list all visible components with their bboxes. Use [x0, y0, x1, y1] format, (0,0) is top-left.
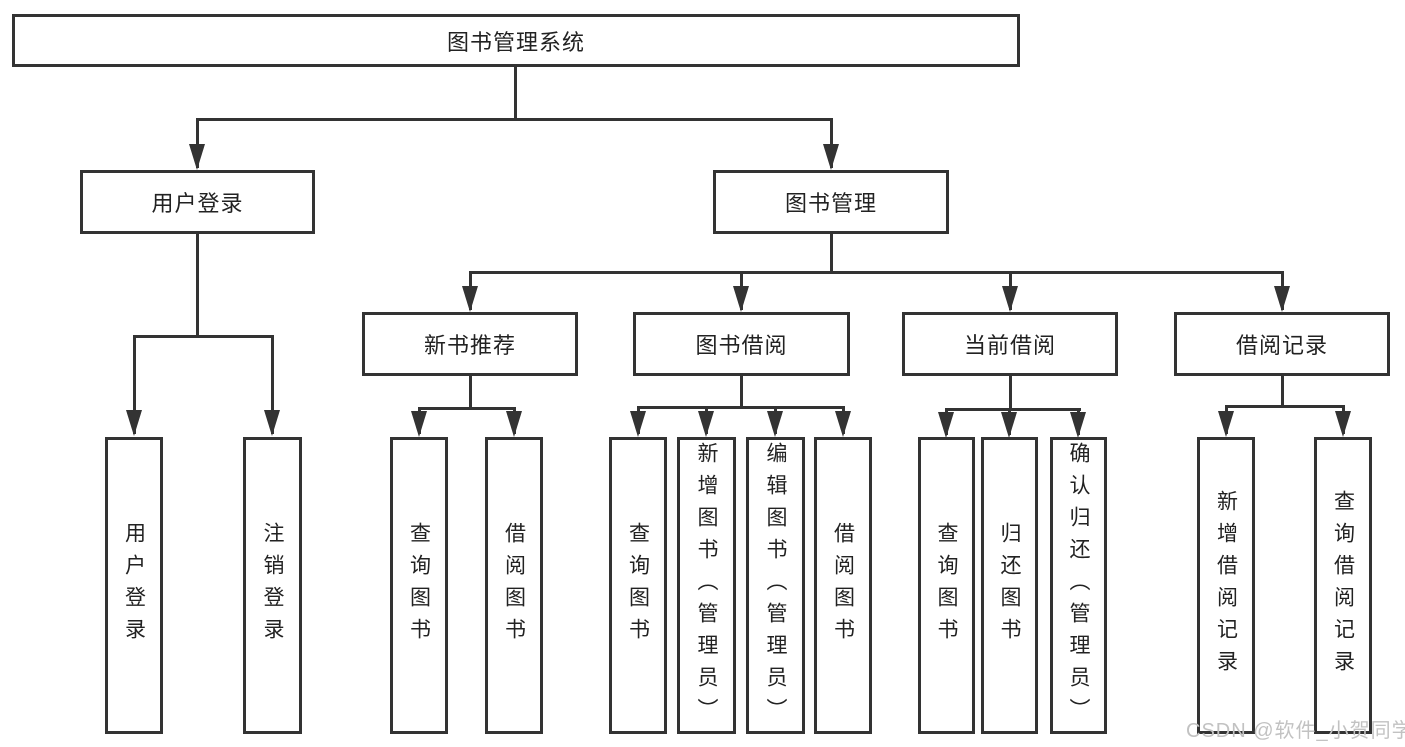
leaf-user-login: 用户登录 — [105, 437, 163, 734]
arrowhead-icon — [630, 411, 646, 437]
leaf-current-query-label: 查询图书 — [935, 521, 958, 650]
connector-line — [133, 335, 136, 434]
node-root-label: 图书管理系统 — [446, 29, 585, 55]
leaf-newbook-borrow-label: 借阅图书 — [502, 521, 526, 650]
leaf-borrow-add-admin: 新增图书（管理员） — [677, 437, 736, 734]
leaf-logout: 注销登录 — [243, 437, 302, 734]
connector-line — [469, 375, 472, 407]
leaf-current-query: 查询图书 — [918, 437, 975, 734]
connector-line — [196, 233, 199, 335]
connector-line — [271, 335, 274, 434]
leaf-logout-label: 注销登录 — [261, 521, 284, 650]
csdn-watermark: CSDN @软件_小贺同学 — [1186, 720, 1405, 742]
connector-line — [830, 118, 833, 168]
connector-line — [196, 118, 199, 168]
connector-line — [469, 271, 1283, 274]
arrowhead-icon — [1001, 412, 1017, 438]
connector-line — [1009, 376, 1012, 408]
leaf-record-query-label: 查询借阅记录 — [1331, 489, 1355, 682]
node-borrow-records-label: 借阅记录 — [1235, 333, 1328, 358]
node-new-book-recommend: 新书推荐 — [362, 312, 578, 376]
connector-line — [1281, 375, 1284, 405]
leaf-user-login-label: 用户登录 — [122, 521, 146, 650]
connector-line — [945, 408, 1081, 411]
leaf-borrow-book: 借阅图书 — [814, 437, 872, 734]
arrowhead-icon — [1274, 286, 1290, 312]
leaf-current-confirm-admin: 确认归还（管理员） — [1050, 437, 1107, 734]
node-user-login: 用户登录 — [80, 170, 315, 234]
node-borrow-records: 借阅记录 — [1174, 312, 1390, 376]
arrowhead-icon — [835, 411, 851, 437]
connector-line — [637, 406, 845, 409]
arrowhead-icon — [189, 144, 205, 170]
leaf-borrow-add-admin-label: 新增图书（管理员） — [695, 441, 718, 730]
leaf-newbook-borrow: 借阅图书 — [485, 437, 543, 734]
leaf-record-add: 新增借阅记录 — [1197, 437, 1255, 734]
leaf-newbook-query: 查询图书 — [390, 437, 448, 734]
arrowhead-icon — [733, 286, 749, 312]
connector-line — [1225, 405, 1345, 408]
connector-line — [133, 335, 274, 338]
connector-line — [418, 407, 516, 410]
node-book-management: 图书管理 — [713, 170, 949, 234]
arrowhead-icon — [823, 144, 839, 170]
leaf-current-return-label: 归还图书 — [998, 521, 1021, 650]
connector-line — [196, 118, 833, 121]
arrowhead-icon — [1070, 412, 1086, 438]
connector-line — [740, 376, 743, 406]
leaf-borrow-edit-admin: 编辑图书（管理员） — [746, 437, 805, 734]
leaf-borrow-query-label: 查询图书 — [626, 521, 650, 650]
node-new-book-recommend-label: 新书推荐 — [423, 333, 516, 358]
arrowhead-icon — [1335, 411, 1351, 437]
leaf-borrow-edit-admin-label: 编辑图书（管理员） — [764, 441, 787, 730]
arrowhead-icon — [1218, 411, 1234, 437]
leaf-record-query: 查询借阅记录 — [1314, 437, 1372, 734]
connector-line — [514, 67, 517, 118]
leaf-newbook-query-label: 查询图书 — [407, 521, 431, 650]
leaf-record-add-label: 新增借阅记录 — [1214, 489, 1238, 682]
node-current-borrow: 当前借阅 — [902, 312, 1118, 376]
arrowhead-icon — [264, 410, 280, 436]
node-user-login-label: 用户登录 — [151, 191, 244, 216]
arrowhead-icon — [1002, 286, 1018, 312]
node-book-management-label: 图书管理 — [784, 191, 877, 216]
arrowhead-icon — [698, 411, 714, 437]
arrowhead-icon — [411, 411, 427, 437]
node-book-borrow-label: 图书借阅 — [695, 333, 788, 358]
arrowhead-icon — [938, 412, 954, 438]
arrowhead-icon — [126, 410, 142, 436]
arrowhead-icon — [462, 286, 478, 312]
arrowhead-icon — [767, 411, 783, 437]
node-current-borrow-label: 当前借阅 — [963, 333, 1056, 358]
leaf-borrow-query: 查询图书 — [609, 437, 667, 734]
leaf-current-return: 归还图书 — [981, 437, 1038, 734]
node-root: 图书管理系统 — [12, 14, 1020, 67]
node-book-borrow: 图书借阅 — [633, 312, 850, 376]
leaf-borrow-book-label: 借阅图书 — [831, 521, 855, 650]
arrowhead-icon — [506, 411, 522, 437]
leaf-current-confirm-admin-label: 确认归还（管理员） — [1067, 441, 1090, 730]
connector-line — [830, 233, 833, 271]
